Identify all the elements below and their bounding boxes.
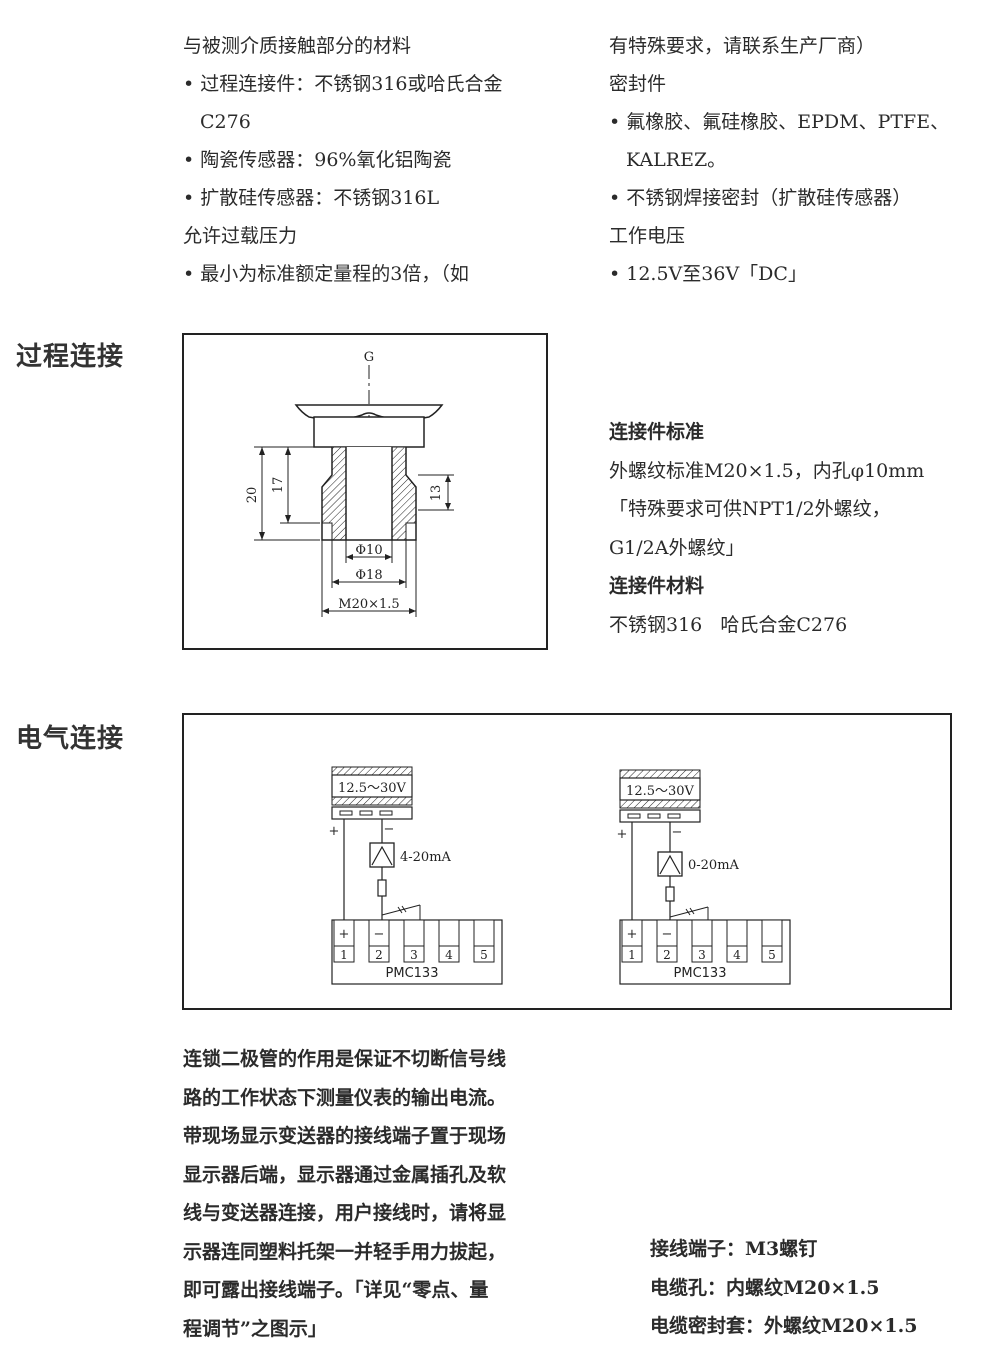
seal-heading: 密封件 [609, 73, 667, 95]
materials-item-cont: C276 [200, 111, 251, 133]
process-info: 连接件标准 外螺纹标准M20×1.5，内孔φ10mm 「特殊要求可供NPT1/2… [609, 413, 924, 644]
process-diagram-box: G 20 17 13 [182, 333, 548, 650]
minus-sign: − [384, 822, 395, 837]
spec-line: 电缆密封套：外螺纹M20×1.5 [650, 1315, 918, 1337]
seal-item-cont: KALREZ。 [626, 149, 727, 171]
connector-standard-text: 外螺纹标准M20×1.5，内孔φ10mm [609, 459, 925, 482]
materials-item: • 陶瓷传感器：96%氧化铝陶瓷 [183, 149, 452, 171]
note-line: 连锁二极管的作用是保证不切断信号线 [183, 1048, 507, 1070]
terminal-number: 5 [768, 948, 776, 962]
wiring-diagrams: 12.5～30V + − 4-20mA [329, 766, 791, 985]
electrical-section-title: 电气连接 [16, 724, 125, 754]
terminal-number: 1 [340, 948, 348, 962]
overload-item-cont: 有特殊要求，请联系生产厂商） [609, 35, 876, 57]
terminal-number: 2 [663, 948, 671, 962]
process-section-title: 过程连接 [16, 342, 125, 372]
note-line: 路的工作状态下测量仪表的输出电流。 [183, 1086, 507, 1109]
dim-phi18-label: Φ18 [355, 568, 382, 583]
terminal-number: 5 [480, 948, 488, 962]
connector-material-heading: 连接件材料 [609, 575, 705, 597]
seal-item: • 氟橡胶、氟硅橡胶、EPDM、PTFE、 [609, 111, 950, 133]
terminal-sign-minus: − [374, 927, 385, 942]
terminal-sign-plus: + [627, 927, 638, 942]
note-line: 程调节”之图示」 [183, 1317, 327, 1340]
plus-sign: + [329, 824, 340, 839]
device-label: PMC133 [674, 966, 727, 981]
spec-line: 电缆孔：内螺纹M20×1.5 [650, 1276, 880, 1299]
materials-right-column: 有特殊要求，请联系生产厂商） 密封件 • 氟橡胶、氟硅橡胶、EPDM、PTFE、… [609, 27, 949, 293]
materials-left-column: 与被测介质接触部分的材料 • 过程连接件：不锈钢316或哈氏合金 C276 • … [183, 27, 503, 293]
voltage-heading: 工作电压 [609, 225, 686, 247]
dim-phi10-label: Φ10 [355, 543, 382, 558]
supply-label: 12.5～30V [338, 781, 406, 796]
device-label: PMC133 [386, 966, 439, 981]
note-line: 示器连同塑料托架一并轻手用力拔起， [183, 1240, 507, 1263]
terminal-sign-plus: + [339, 927, 350, 942]
materials-item: • 过程连接件：不锈钢316或哈氏合金 [183, 73, 503, 95]
process-connection-drawing: G 20 17 13 [245, 350, 454, 617]
voltage-item: • 12.5V至36V「DC」 [609, 263, 807, 285]
dim-17-label: 17 [271, 477, 286, 494]
connector-standard-heading: 连接件标准 [609, 421, 705, 443]
meter-label: 4-20mA [400, 850, 452, 865]
note-line: 即可露出接线端子。「详见“零点、量 [183, 1279, 489, 1301]
wiring-notes-paragraph: 连锁二极管的作用是保证不切断信号线 路的工作状态下测量仪表的输出电流。 带现场显… [183, 1040, 506, 1348]
terminal-specs: 接线端子：M3螺钉 电缆孔：内螺纹M20×1.5 电缆密封套：外螺纹M20×1.… [650, 1230, 917, 1346]
dim-13-label: 13 [429, 485, 444, 502]
minus-sign: − [672, 825, 683, 840]
terminal-number: 4 [445, 948, 453, 962]
overload-item: • 最小为标准额定量程的3倍，（如 [183, 263, 469, 285]
connector-material-text: 不锈钢316 哈氏合金C276 [609, 613, 848, 636]
connector-standard-text: G1/2A外螺纹」 [609, 536, 745, 559]
terminal-number: 4 [733, 948, 741, 962]
supply-label: 12.5～30V [626, 784, 694, 799]
note-line: 带现场显示变送器的接线端子置于现场 [183, 1125, 507, 1147]
wiring-diagram-4-20ma: 12.5～30V + − 4-20mA [329, 766, 503, 985]
dim-thread-label: M20×1.5 [338, 597, 399, 612]
terminal-number: 1 [628, 948, 636, 962]
axis-label-g: G [364, 350, 374, 365]
electrical-diagram-box: 12.5～30V + − 4-20mA [182, 713, 952, 1010]
plus-sign: + [617, 827, 628, 842]
note-line: 显示器后端，显示器通过金属插孔及软 [183, 1163, 507, 1186]
terminal-number: 3 [410, 948, 418, 962]
spec-line: 接线端子：M3螺钉 [650, 1238, 818, 1260]
materials-heading: 与被测介质接触部分的材料 [183, 35, 412, 57]
dim-20-label: 20 [245, 487, 260, 504]
terminal-number: 3 [698, 948, 706, 962]
materials-item: • 扩散硅传感器：不锈钢316L [183, 187, 440, 209]
terminal-sign-minus: − [662, 927, 673, 942]
overload-heading: 允许过载压力 [183, 225, 298, 247]
connector-standard-text: 「特殊要求可供NPT1/2外螺纹， [609, 498, 891, 520]
seal-item: • 不锈钢焊接密封（扩散硅传感器） [609, 187, 912, 209]
meter-label: 0-20mA [688, 858, 740, 873]
wiring-diagram-0-20ma: 12.5～30V + − 0-20mA + [617, 769, 791, 985]
terminal-number: 2 [375, 948, 383, 962]
note-line: 线与变送器连接，用户接线时，请将显 [183, 1202, 507, 1224]
